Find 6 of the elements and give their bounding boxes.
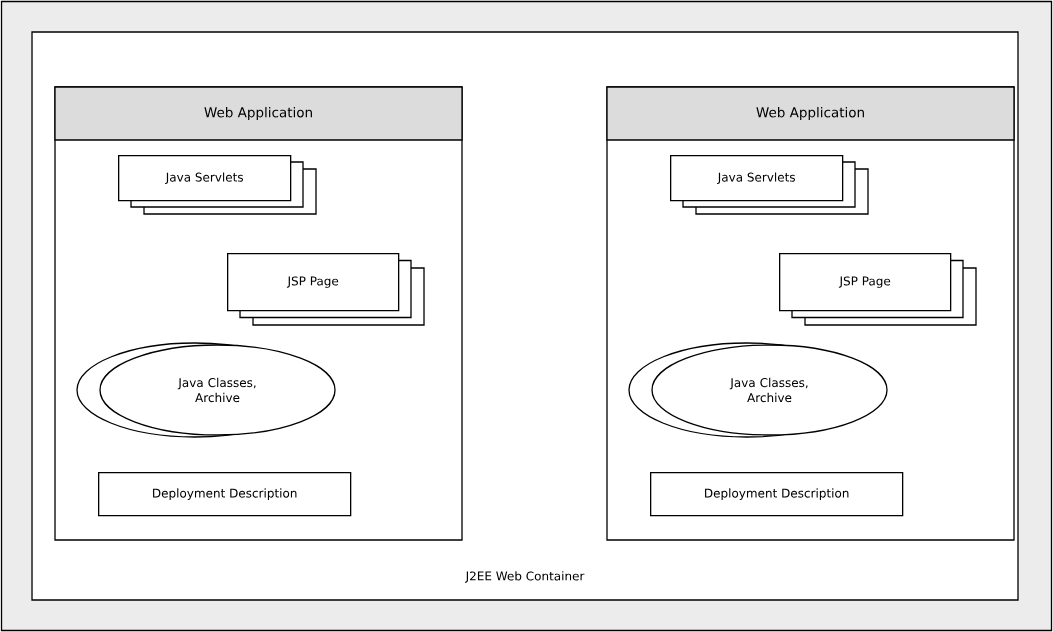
stacked-document-box: Java Servlets [670,155,869,215]
component-box: Deployment Description [650,472,904,517]
stacked-document-box: Java Servlets [118,155,317,215]
stacked-document-box: JSP Page [779,253,977,326]
stacked-document-box: JSP Page [227,253,425,326]
component-box: Deployment Description [98,472,352,517]
